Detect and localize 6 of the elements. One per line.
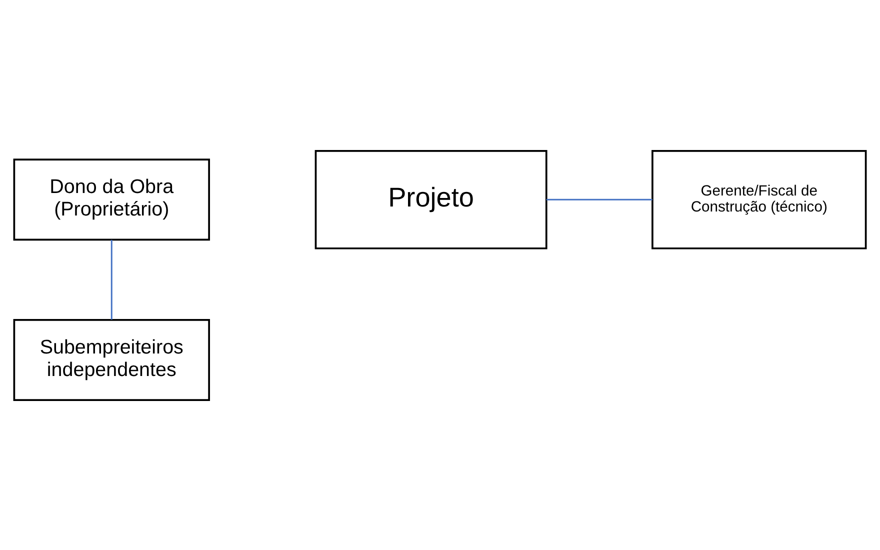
connector — [110, 239, 112, 320]
node-box: Projeto — [314, 150, 548, 249]
node-box: Subempreiteiros independentes — [13, 318, 210, 400]
node-box: Gerente/Fiscal de Construção (técnico) — [652, 150, 867, 249]
node-box: Dono da Obra (Proprietário) — [13, 158, 210, 240]
connector — [546, 198, 652, 200]
